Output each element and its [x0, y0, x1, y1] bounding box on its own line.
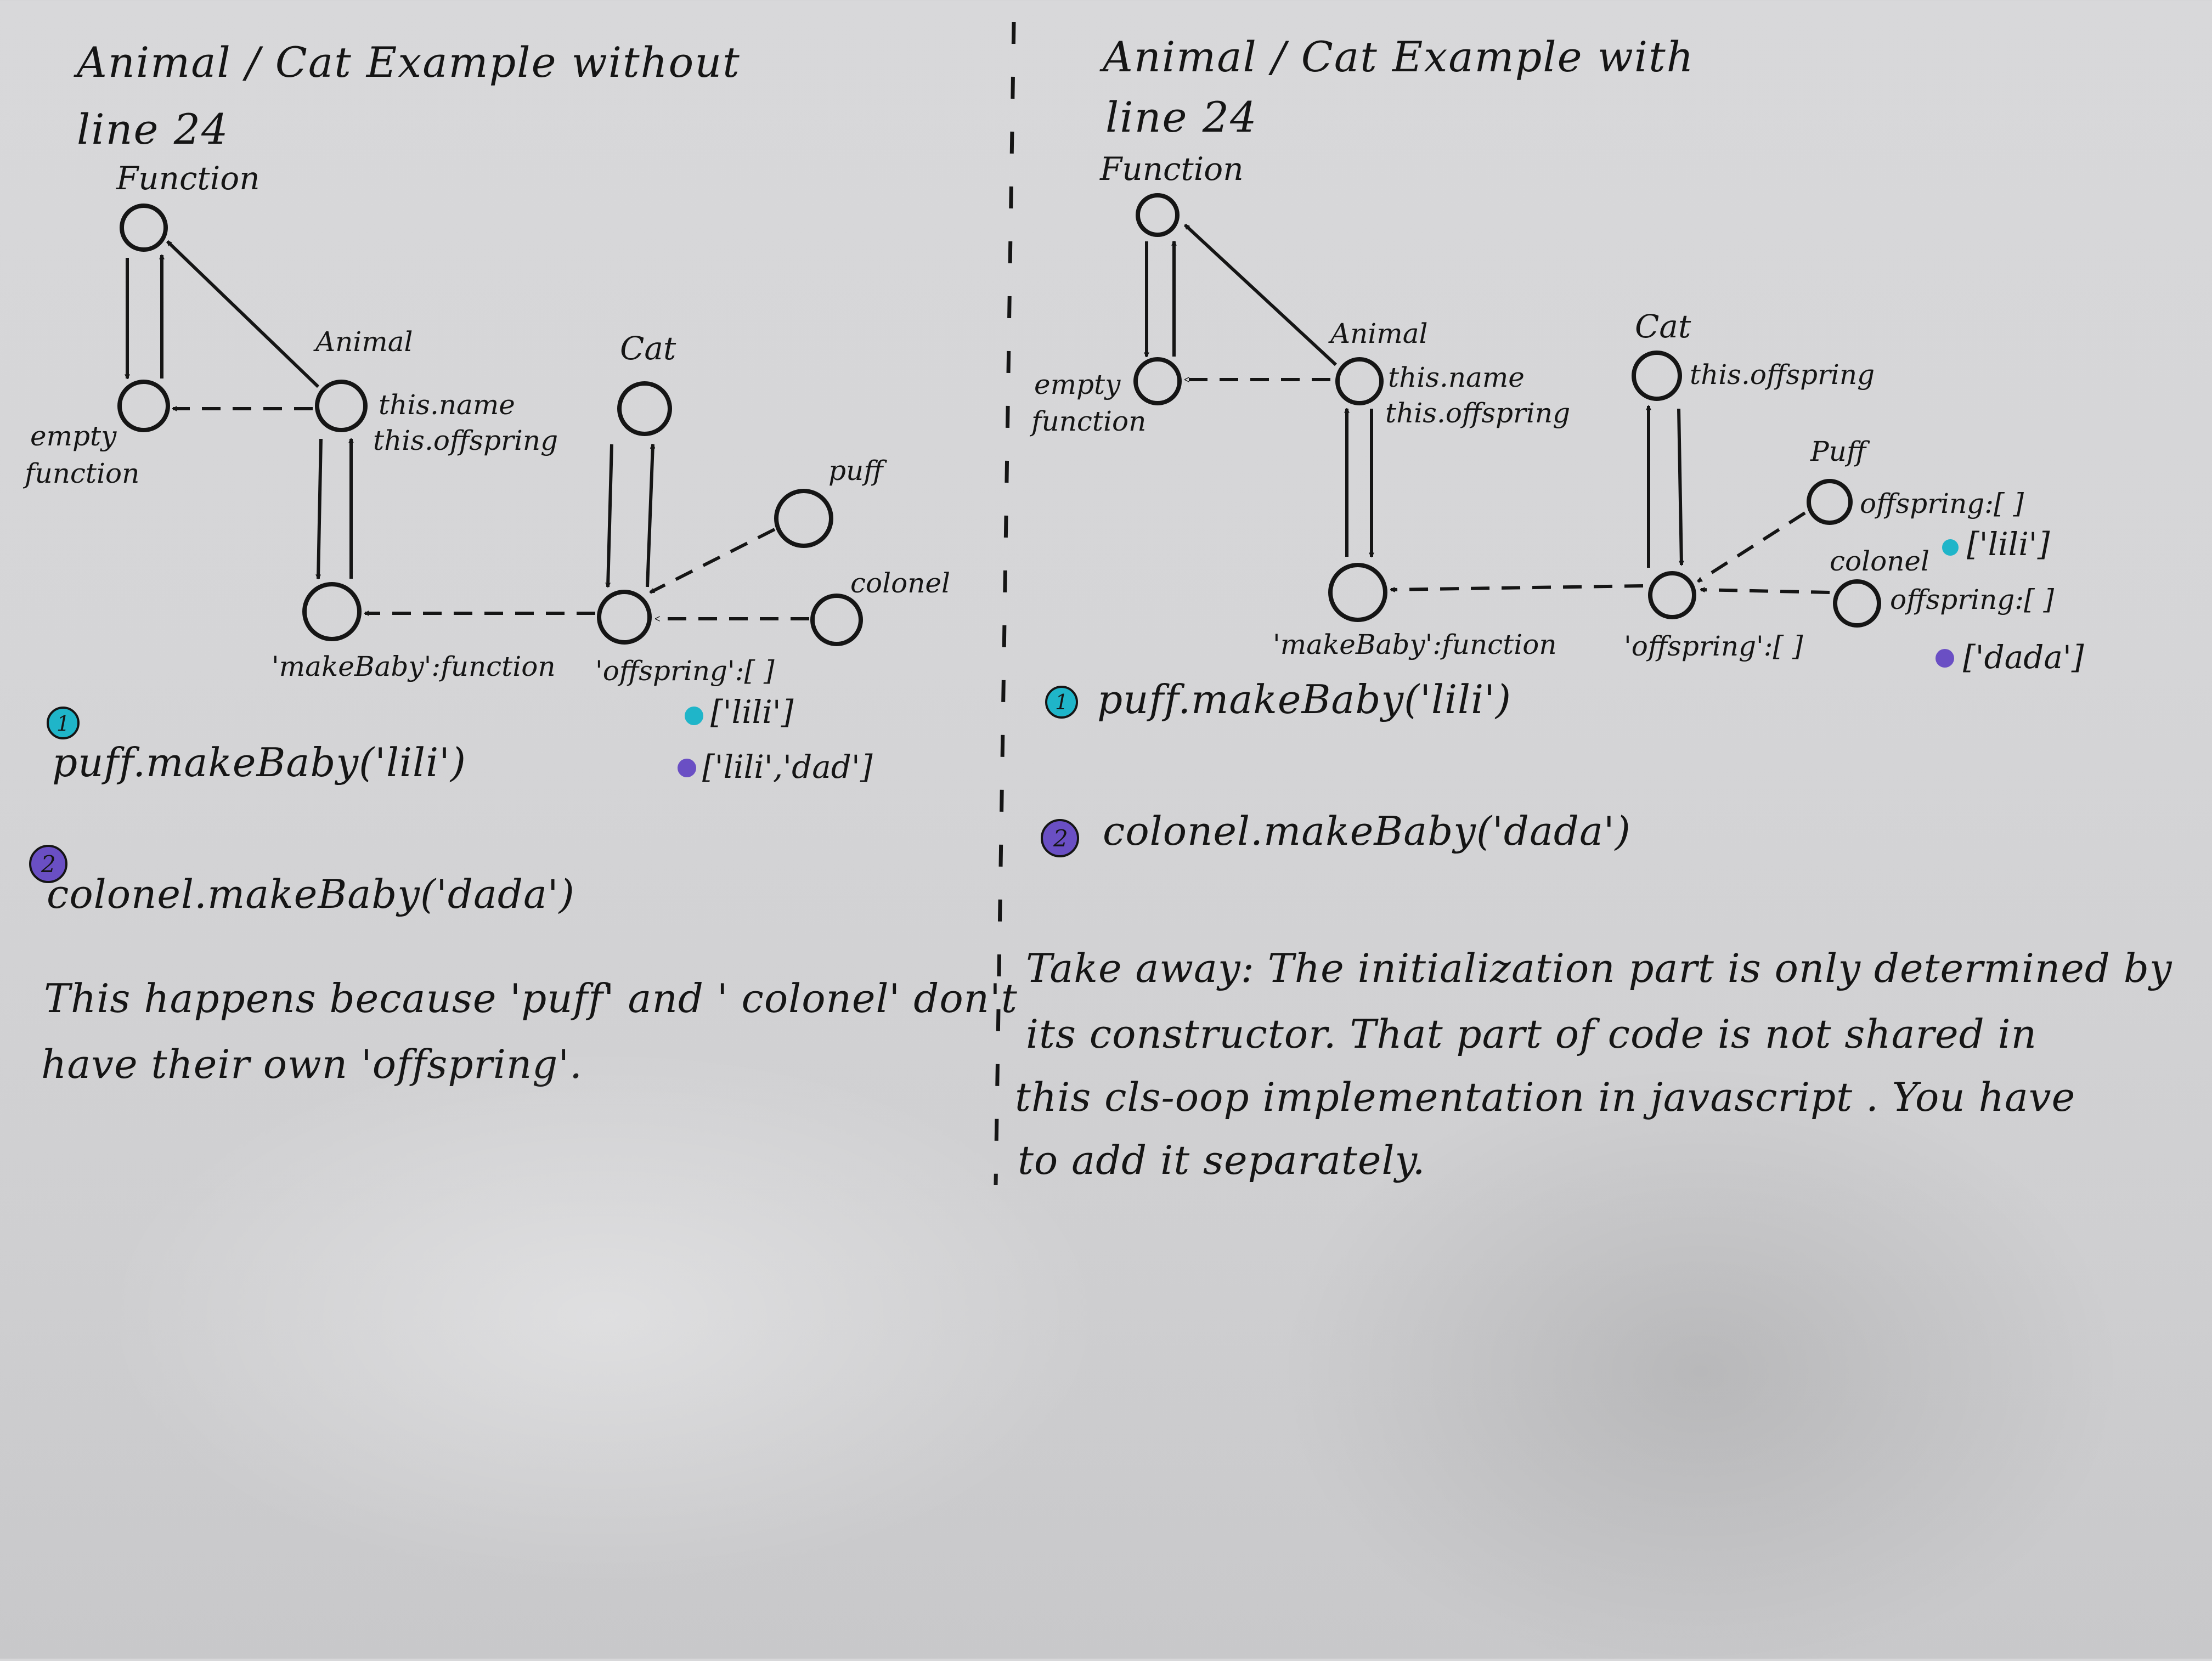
- left-step1-code: puff.makeBaby('lili'): [52, 739, 466, 786]
- right-label-empty-1: empty: [1034, 369, 1121, 400]
- left-node-make-baby: [302, 582, 362, 641]
- left-step2-number: 2: [41, 851, 56, 878]
- right-label-animal-prop2: this.offspring: [1385, 397, 1570, 429]
- right-node-animal: [1335, 357, 1384, 405]
- left-edge-animal-to-function: [166, 240, 320, 388]
- right-node-offspring: [1648, 571, 1696, 619]
- left-label-function: Function: [116, 160, 260, 197]
- left-label-offspring: 'offspring':[ ]: [595, 655, 775, 687]
- left-node-puff: [774, 489, 833, 548]
- right-takeaway-line3: this cls-oop implementation in javascrip…: [1015, 1074, 2075, 1120]
- right-title-line2: line 24: [1105, 93, 1257, 142]
- left-node-offspring: [597, 590, 652, 645]
- left-explanation-line1: This happens because 'puff' and ' colone…: [44, 975, 1018, 1021]
- right-label-colonel: colonel: [1830, 545, 1929, 577]
- left-node-colonel: [810, 594, 863, 646]
- right-label-animal-prop1: this.name: [1388, 361, 1525, 393]
- left-explanation-line2: have their own 'offspring'.: [41, 1041, 583, 1087]
- left-step1-badge: [47, 707, 80, 739]
- left-edge-animal-to-makebaby: [318, 438, 323, 579]
- right-node-function: [1136, 193, 1180, 237]
- right-edge-colonel-to-offspring: [1701, 590, 1830, 594]
- left-node-function: [120, 204, 168, 252]
- left-step1-result: ['lili']: [710, 693, 794, 731]
- right-puff-result: ['lili']: [1967, 526, 2050, 563]
- left-label-animal: Animal: [313, 326, 413, 358]
- left-panel: Animal / Cat Example without line 24 Fun…: [22, 38, 1018, 1087]
- right-edge-cat-to-offspring: [1677, 408, 1681, 565]
- left-edge-offspring-to-cat: [646, 444, 653, 587]
- left-step2-result-dot: [678, 759, 696, 777]
- right-step1-number: 1: [1055, 690, 1068, 714]
- right-node-empty-function: [1133, 357, 1182, 405]
- right-takeaway-line1: Take away: The initialization part is on…: [1026, 945, 2172, 991]
- right-label-function: Function: [1099, 150, 1244, 188]
- right-label-animal: Animal: [1328, 318, 1428, 349]
- right-colonel-result: ['dada']: [1963, 639, 2084, 676]
- right-step2-badge: [1041, 819, 1079, 857]
- right-edge-animal-to-function: [1183, 223, 1338, 366]
- right-label-make-baby: 'makeBaby':function: [1273, 629, 1557, 660]
- left-edge-puff-to-offspring: [650, 528, 776, 594]
- right-label-puff-prop: offspring:[ ]: [1860, 488, 2024, 519]
- left-step2-result: ['lili','dad']: [702, 748, 873, 786]
- left-label-empty-1: empty: [30, 420, 117, 452]
- left-label-animal-prop2: this.offspring: [373, 425, 558, 456]
- right-label-cat: Cat: [1635, 308, 1691, 345]
- left-node-animal: [315, 380, 368, 432]
- right-label-offspring: 'offspring':[ ]: [1624, 630, 1803, 662]
- right-label-empty-2: function: [1029, 405, 1146, 437]
- left-title-line1: Animal / Cat Example without: [74, 38, 741, 87]
- right-node-cat: [1632, 351, 1682, 401]
- left-label-empty-2: function: [22, 457, 139, 489]
- right-takeaway-line2: its constructor. That part of code is no…: [1026, 1011, 2037, 1057]
- left-label-make-baby: 'makeBaby':function: [272, 651, 556, 682]
- left-label-colonel: colonel: [850, 567, 950, 599]
- right-label-colonel-prop: offspring:[ ]: [1890, 584, 2055, 615]
- right-edge-puff-to-offspring: [1698, 511, 1806, 583]
- left-node-empty-function: [117, 380, 170, 432]
- right-label-puff: Puff: [1810, 436, 1870, 467]
- left-step2-badge: [29, 845, 67, 883]
- left-label-animal-prop1: this.name: [379, 389, 515, 421]
- right-step1-badge: [1045, 686, 1078, 719]
- right-label-cat-prop: this.offspring: [1690, 359, 1875, 391]
- right-colonel-result-dot: [1936, 649, 1954, 668]
- right-step2-number: 2: [1053, 825, 1068, 852]
- left-step2-code: colonel.makeBaby('dada'): [47, 871, 575, 917]
- right-panel: Animal / Cat Example with line 24 Functi…: [1015, 32, 2172, 1183]
- right-node-colonel: [1833, 579, 1881, 628]
- left-label-cat: Cat: [620, 330, 676, 367]
- left-label-puff: puff: [828, 455, 887, 487]
- left-edge-cat-to-offspring: [608, 444, 613, 587]
- right-takeaway-line4: to add it separately.: [1018, 1137, 1426, 1183]
- right-step1-code: puff.makeBaby('lili'): [1097, 676, 1511, 722]
- left-node-cat: [617, 381, 672, 436]
- right-node-puff: [1807, 479, 1853, 525]
- right-node-make-baby: [1328, 563, 1387, 622]
- right-edge-offspring-to-makebaby: [1391, 584, 1644, 590]
- right-puff-result-dot: [1942, 539, 1959, 556]
- right-step2-code: colonel.makeBaby('dada'): [1103, 808, 1631, 854]
- left-step1-result-dot: [685, 707, 703, 725]
- left-title-line2: line 24: [77, 105, 229, 154]
- left-step1-number: 1: [57, 711, 70, 736]
- right-title-line1: Animal / Cat Example with: [1099, 32, 1695, 81]
